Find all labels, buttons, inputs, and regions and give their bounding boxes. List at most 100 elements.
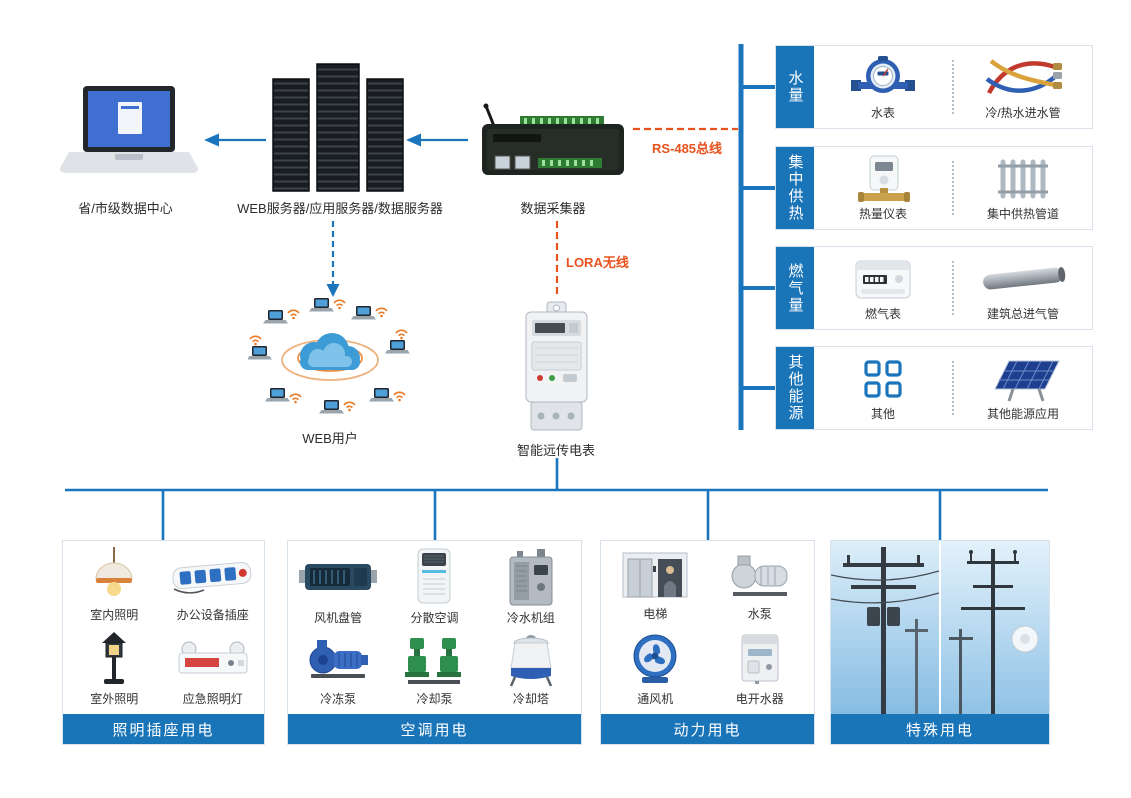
dotted-separator xyxy=(952,161,954,215)
heat-meter-icon xyxy=(858,155,910,202)
heat-meter-label: 热量仪表 xyxy=(858,207,907,221)
hvac-panel-banner: 空调用电 xyxy=(288,714,581,744)
portable-ac-icon xyxy=(417,548,451,604)
fan-coil-icon xyxy=(299,563,378,590)
water-pipes-label: 冷/热水进水管 xyxy=(985,106,1061,120)
other-energy-category-label: 其他能源 xyxy=(786,354,804,422)
gas-category-label: 燃气量 xyxy=(786,262,804,314)
panel-power: 电梯 水泵 xyxy=(600,540,815,745)
heating-pipes-item: 集中供热管道 xyxy=(954,147,1092,229)
ventilation-fan-label: 通风机 xyxy=(637,692,674,706)
gas-pipe-icon xyxy=(983,266,1066,289)
water-pump-icon xyxy=(731,555,788,596)
cooling-pump-label: 冷却泵 xyxy=(416,692,453,706)
heating-category-label: 集中供热 xyxy=(786,154,804,222)
ventilation-fan-item: 通风机 xyxy=(603,627,708,713)
heating-category-tab: 集中供热 xyxy=(776,147,814,229)
lora-label: LORA无线 xyxy=(566,255,629,270)
office-socket-label: 办公设备插座 xyxy=(176,607,249,622)
water-boiler-icon xyxy=(741,634,779,685)
panel-hvac: 风机盘管 分散空调 xyxy=(287,540,582,745)
laptop-illustration xyxy=(59,86,199,173)
split-ac-label: 分散空调 xyxy=(410,610,459,625)
bottom-bus-line xyxy=(65,458,1048,541)
water-pipes-item: 冷/热水进水管 xyxy=(954,46,1092,128)
chiller-label: 冷水机组 xyxy=(506,610,555,625)
chilled-water-pump-label: 冷冻泵 xyxy=(320,692,357,706)
water-meter-item: 水表 xyxy=(814,46,952,128)
emergency-light-item: 应急照明灯 xyxy=(164,628,263,713)
gas-category-tab: 燃气量 xyxy=(776,247,814,329)
water-pipes-icon xyxy=(985,58,1062,94)
fan-coil-item: 风机盘管 xyxy=(290,545,386,631)
power-lines-photo xyxy=(831,541,939,714)
chilled-water-pump-icon xyxy=(309,640,369,679)
panel-water: 水量 水表 xyxy=(775,45,1093,129)
dotted-separator xyxy=(952,261,954,315)
garden-lamp-icon xyxy=(102,631,127,684)
dotted-separator xyxy=(952,361,954,415)
elevator-label: 电梯 xyxy=(643,606,668,621)
outdoor-lighting-label: 室外照明 xyxy=(90,692,139,706)
emergency-light-label: 应急照明灯 xyxy=(182,692,243,706)
solar-label: 其他能源应用 xyxy=(986,407,1059,421)
server-label: WEB服务器/应用服务器/数据服务器 xyxy=(237,201,443,216)
pendant-lamp-icon xyxy=(95,547,133,597)
arrow-servers-to-datacenter xyxy=(204,133,266,147)
other-item: 其他 xyxy=(814,347,952,429)
radiator-icon xyxy=(998,159,1048,198)
data-center-label: 省/市级数据中心 xyxy=(78,201,173,216)
gas-meter-label: 燃气表 xyxy=(864,307,901,321)
cooling-tower-icon xyxy=(509,635,552,687)
gas-meter-icon xyxy=(855,260,911,298)
solar-panel-icon xyxy=(994,360,1060,401)
cooling-pump-item: 冷却泵 xyxy=(386,631,482,713)
fan-coil-label: 风机盘管 xyxy=(314,610,363,625)
data-collector-illustration xyxy=(482,103,624,175)
water-meter-icon xyxy=(851,55,915,93)
server-rack-illustration xyxy=(272,63,404,192)
collector-label: 数据采集器 xyxy=(520,201,586,216)
emergency-light-icon xyxy=(178,641,248,674)
web-users-illustration xyxy=(248,298,410,414)
indoor-lighting-label: 室内照明 xyxy=(90,607,139,622)
panel-special: 特殊用电 xyxy=(830,540,1050,745)
indoor-lighting-item: 室内照明 xyxy=(65,545,164,628)
water-boiler-item: 电开水器 xyxy=(708,627,813,713)
chiller-item: 冷水机组 xyxy=(483,545,579,631)
water-pump-item: 水泵 xyxy=(708,545,813,627)
other-energy-category-tab: 其他能源 xyxy=(776,347,814,429)
chiller-icon xyxy=(509,548,553,606)
elevator-item: 电梯 xyxy=(603,545,708,627)
panel-lighting: 室内照明 办公设备 xyxy=(62,540,265,745)
web-users-dashed-arrow xyxy=(326,221,340,297)
solar-item: 其他能源应用 xyxy=(954,347,1092,429)
water-meter-label: 水表 xyxy=(870,106,895,120)
heating-pipes-label: 集中供热管道 xyxy=(986,207,1059,221)
cooling-tower-item: 冷却塔 xyxy=(483,631,579,713)
water-category-label: 水量 xyxy=(786,70,804,104)
cooling-pump-icon xyxy=(405,638,462,685)
ventilation-fan-icon xyxy=(633,634,677,684)
office-socket-item: 办公设备插座 xyxy=(164,545,263,628)
web-users-label: WEB用户 xyxy=(302,431,358,446)
gas-meter-item: 燃气表 xyxy=(814,247,952,329)
water-pump-label: 水泵 xyxy=(747,606,772,621)
heat-meter-item: 热量仪表 xyxy=(814,147,952,229)
rs485-label: RS-485总线 xyxy=(651,141,723,156)
smart-meter-label: 智能远传电表 xyxy=(516,443,595,458)
lighting-panel-banner: 照明插座用电 xyxy=(63,714,264,744)
outdoor-lighting-item: 室外照明 xyxy=(65,628,164,713)
other-label: 其他 xyxy=(870,407,895,421)
cooling-tower-label: 冷却塔 xyxy=(512,692,549,706)
power-strip-icon xyxy=(172,562,252,594)
special-panel-banner: 特殊用电 xyxy=(831,714,1049,744)
other-grid-icon xyxy=(864,359,902,398)
panel-gas: 燃气量 燃气表 xyxy=(775,246,1093,330)
arrow-collector-to-servers xyxy=(406,133,468,147)
right-bus-line xyxy=(738,44,776,430)
power-panel-banner: 动力用电 xyxy=(601,714,814,744)
panel-heating: 集中供热 热量仪表 xyxy=(775,146,1093,230)
